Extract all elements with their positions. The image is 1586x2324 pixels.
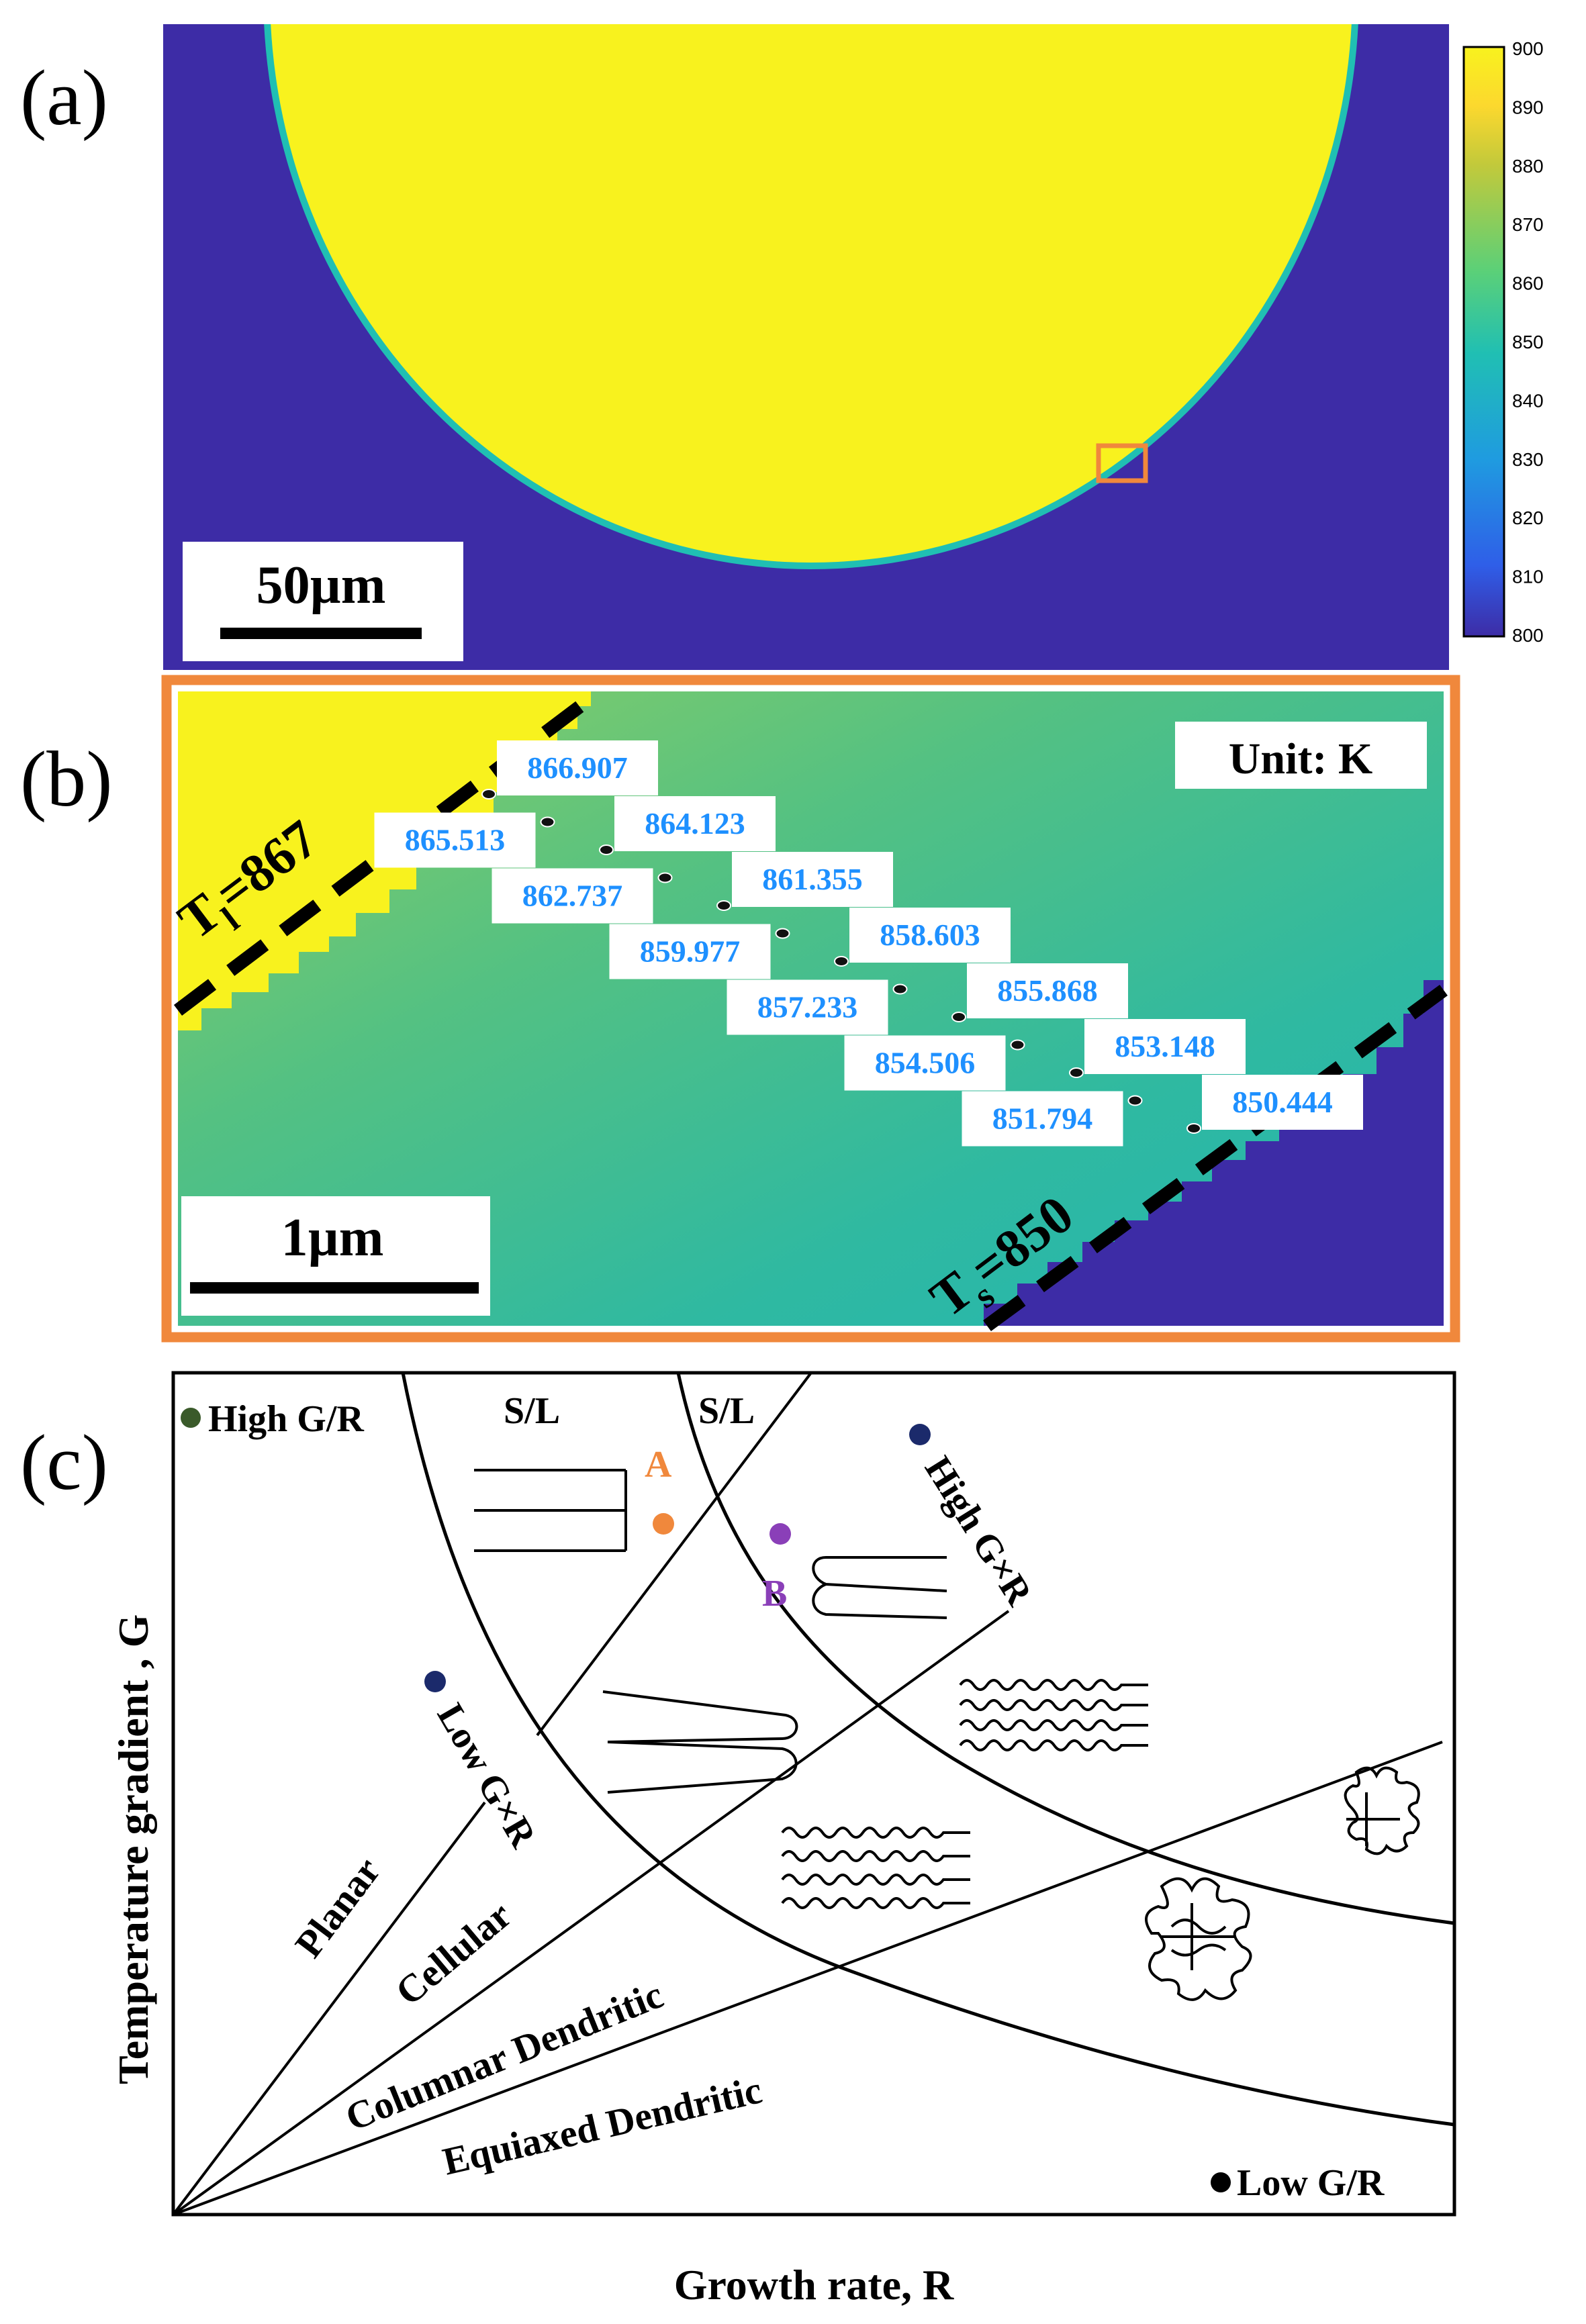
colorbar-tick-label: 800 [1512, 625, 1544, 646]
line-sl [536, 1371, 812, 1737]
point-value-box [1202, 1075, 1363, 1130]
point-value-label: 859.977 [640, 934, 741, 969]
measurement-point [1069, 1067, 1084, 1078]
colorbar-tick-label: 850 [1512, 332, 1544, 352]
point-a-marker [653, 1513, 674, 1535]
zoom-region-box [1096, 443, 1148, 483]
point-value-label: 865.513 [405, 823, 506, 857]
panel-a: (a) 50µm 900 890 880 870 860 850 840 830 820 810 8… [20, 24, 1544, 670]
low-gr-marker [1211, 2172, 1231, 2192]
colorbar-tick-label: 880 [1512, 156, 1544, 177]
point-value-box [1084, 1019, 1246, 1074]
panel-b: (b) Tl=867 Ts=850 Unit: K 1µm 866.907865… [20, 675, 1460, 1343]
point-value-label: 857.233 [757, 990, 858, 1024]
high-gxr-marker [909, 1424, 931, 1445]
scale-bar-box-a [183, 542, 463, 661]
point-b-label: B [762, 1573, 787, 1614]
high-gr-label: High G/R [208, 1398, 364, 1440]
point-value-label: 861.355 [762, 862, 863, 896]
measurement-point [892, 983, 908, 995]
point-value-label: 866.907 [527, 751, 628, 785]
equiaxed-dendrite-icon-small [1344, 1766, 1420, 1855]
solidification-map-frame [171, 1371, 1456, 2217]
measurement-points: 866.907 865.513 864.123 862.737 861.355 859.9… [374, 740, 1363, 1147]
scale-bar-a [220, 628, 422, 639]
measurement-point [1186, 1123, 1201, 1134]
panel-c: (c) [20, 1371, 1456, 2309]
measurement-point [1127, 1095, 1143, 1106]
point-value-label: 858.603 [880, 918, 980, 952]
colorbar-tick-label: 830 [1512, 449, 1544, 470]
point-value-box [967, 963, 1128, 1018]
measurement-point [540, 816, 555, 828]
point-value-label: 864.123 [645, 806, 745, 840]
planar-front-icon [474, 1469, 627, 1552]
measurement-point [1010, 1039, 1025, 1051]
colorbar-tick-label: 860 [1512, 273, 1544, 294]
boundary-curve-1 [401, 1372, 1455, 2127]
svg-text:Temperature gradient , G: Temperature gradient , G [109, 1614, 157, 2084]
point-value-box [844, 1035, 1006, 1091]
high-gr-marker [181, 1408, 201, 1428]
measurement-point [657, 872, 673, 883]
unit-label: Unit: K [1229, 734, 1373, 783]
point-value-box [727, 979, 888, 1035]
solidus-isotherm [983, 984, 1448, 1332]
panel-c-label: (c) [20, 1418, 108, 1506]
colorbar-tick-label: 820 [1512, 507, 1544, 528]
measurement-point [716, 900, 731, 911]
temperature-field-map [163, 24, 1449, 670]
scale-bar-label-a: 50µm [256, 556, 386, 615]
measurement-point [834, 956, 849, 967]
point-value-box [374, 812, 536, 868]
colorbar-tick-label: 810 [1512, 567, 1544, 587]
point-value-label: 851.794 [992, 1102, 1093, 1136]
panel-b-label: (b) [20, 735, 113, 823]
colorbar-tick-label: 900 [1512, 38, 1544, 59]
point-value-box [492, 868, 653, 924]
unit-box [1175, 722, 1427, 789]
low-gxr-marker [424, 1671, 446, 1692]
point-value-box [609, 924, 771, 979]
cellular-front-icon-large [602, 1690, 798, 1794]
colorbar-tick-label: 870 [1512, 214, 1544, 235]
colorbar [1462, 46, 1505, 638]
cellular-front-icon-small [812, 1556, 947, 1619]
panel-a-label: (a) [20, 54, 108, 142]
point-value-label: 862.737 [522, 879, 623, 913]
measurement-point [951, 1012, 966, 1022]
point-b-marker [769, 1523, 791, 1545]
sl-label-2: S/L [698, 1390, 755, 1432]
point-value-label: 853.148 [1115, 1029, 1215, 1063]
scale-bar-b [190, 1282, 479, 1294]
scale-bar-box-b [181, 1196, 490, 1316]
colorbar-tick-label: 890 [1512, 97, 1544, 117]
measurement-point [775, 928, 790, 939]
line-columnar [173, 1741, 1443, 2216]
boundary-curve-2 [676, 1372, 1455, 1925]
line-planar [172, 1801, 486, 2216]
point-value-box [614, 796, 776, 851]
colorbar-tick-label: 840 [1512, 390, 1544, 411]
point-a-label: A [645, 1444, 672, 1486]
low-gr-label: Low G/R [1237, 2162, 1385, 2204]
point-value-box [962, 1091, 1123, 1147]
x-axis-title: Growth rate, R [674, 2261, 954, 2309]
scale-bar-label-b: 1µm [281, 1208, 384, 1267]
point-value-box [497, 740, 658, 795]
y-axis-title: Temperature gradient , G [109, 1614, 157, 2084]
sl-label-1: S/L [504, 1390, 560, 1432]
equiaxed-dendrite-icon-large [1145, 1877, 1252, 2001]
point-value-label: 854.506 [875, 1046, 976, 1080]
point-value-label: 855.868 [997, 973, 1098, 1008]
colorbar-ticks: 900 890 880 870 860 850 840 830 820 810 800 [1512, 38, 1544, 646]
panel-b-frame [161, 675, 1460, 1343]
measurement-point [599, 844, 614, 855]
point-value-box [732, 852, 893, 907]
line-cellular [172, 1610, 1010, 2216]
measurement-point [481, 789, 496, 800]
point-value-box [849, 908, 1011, 963]
point-value-label: 850.444 [1232, 1085, 1333, 1119]
